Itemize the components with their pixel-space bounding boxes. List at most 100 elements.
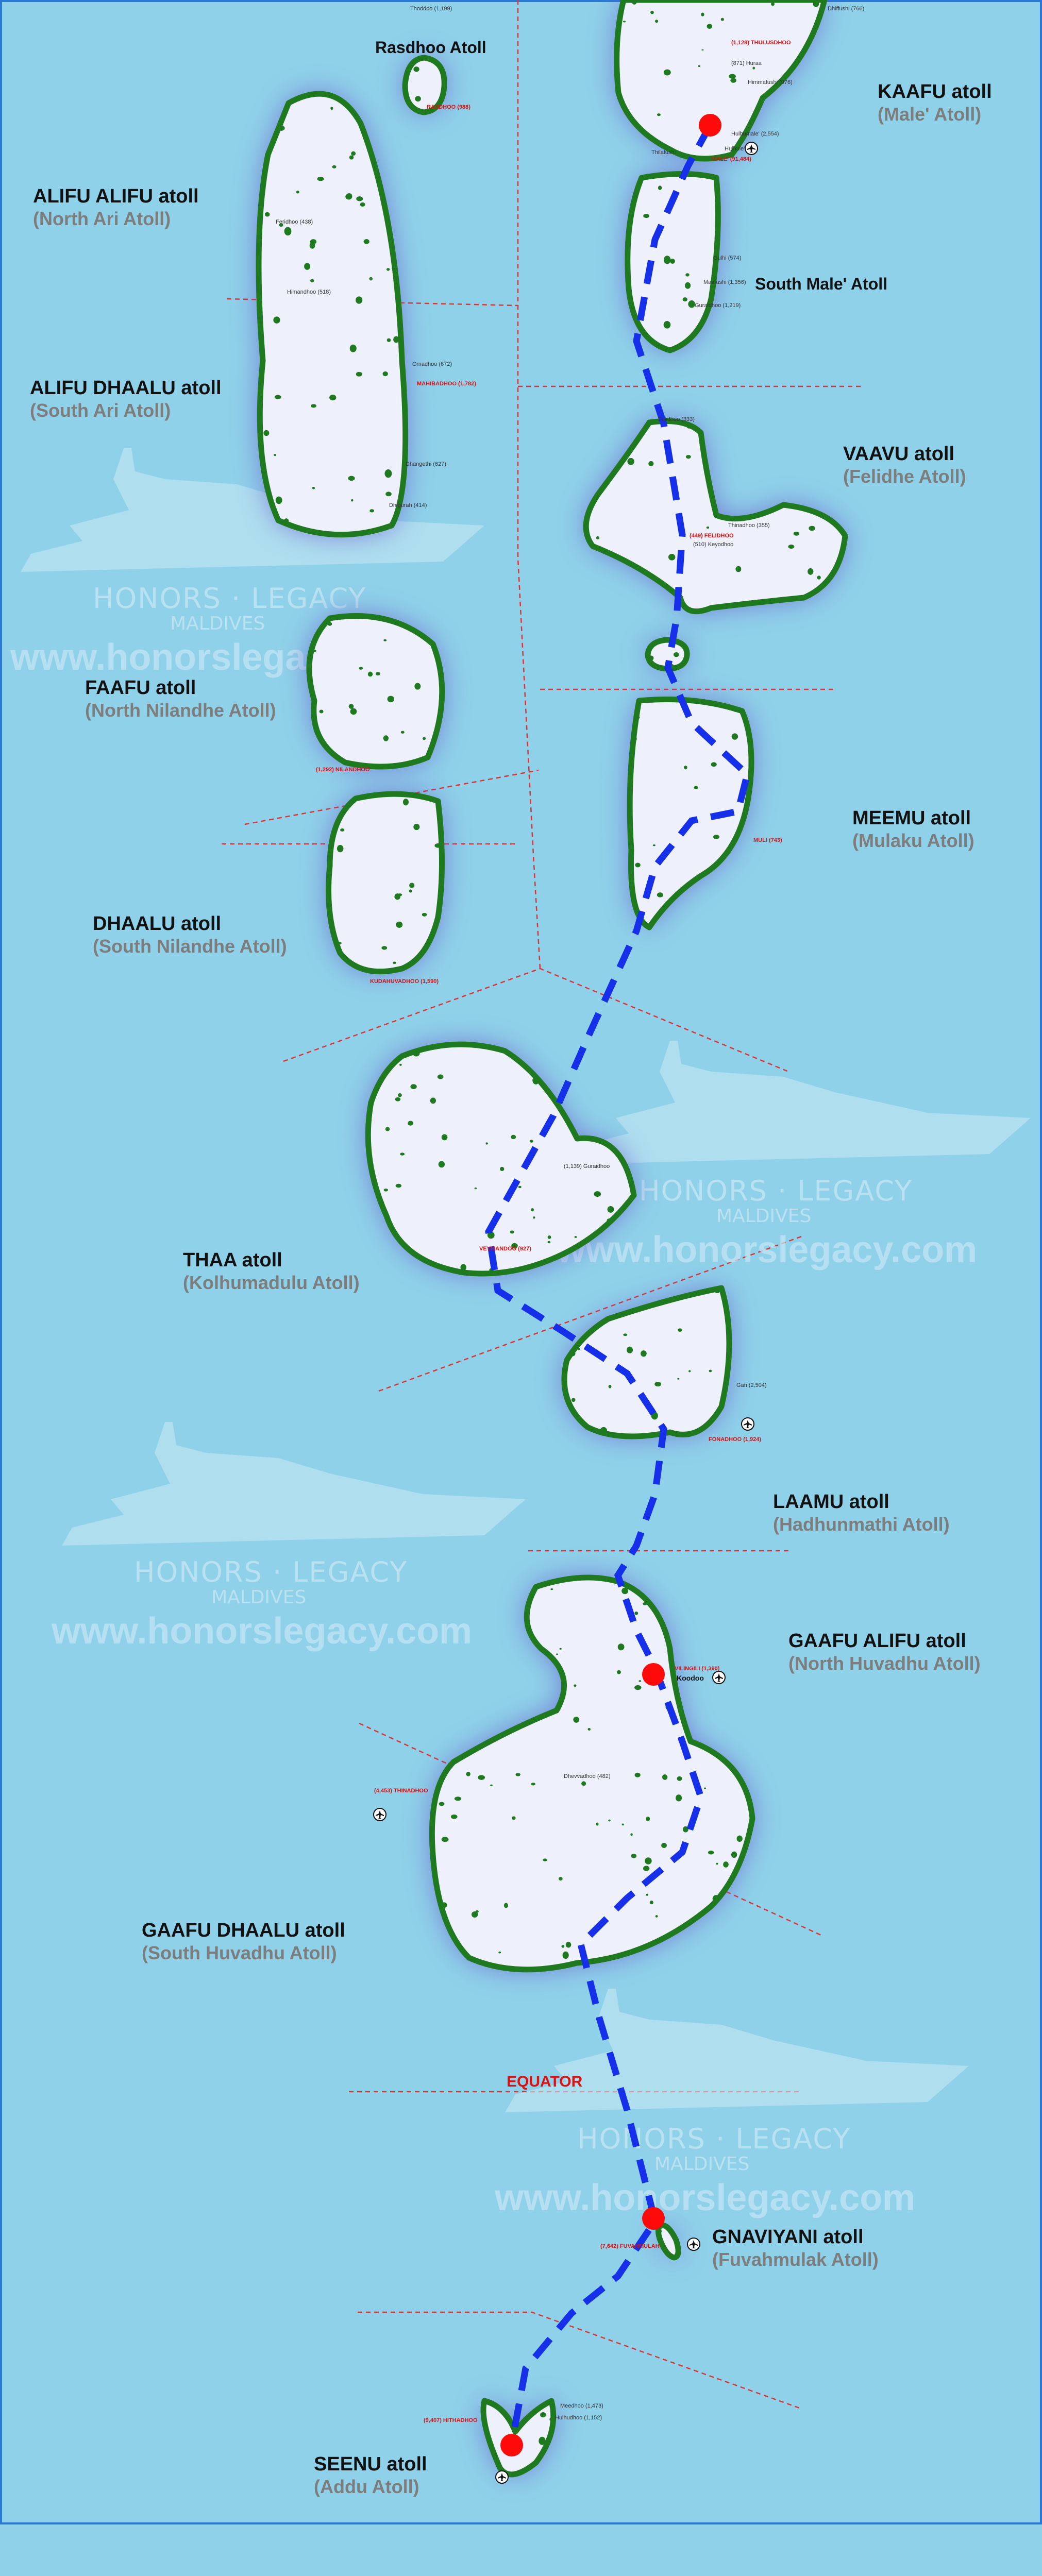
reef-island [716, 1862, 718, 1865]
reef-island [329, 395, 337, 401]
reef-island [412, 1050, 420, 1057]
fuvahmulah-marker[interactable] [642, 2207, 665, 2230]
capital-label[interactable]: FONADHOO (1,924) [709, 1436, 761, 1443]
atoll-dhaalu[interactable] [326, 791, 445, 975]
town-label[interactable]: Meedhoo (1,473) [560, 2403, 603, 2409]
reef-island [533, 1216, 535, 1219]
town-label[interactable]: Maafushi (1,356) [703, 279, 746, 285]
reef-island [730, 78, 736, 83]
capital-label[interactable]: VILINGILI (1,390) [675, 1666, 720, 1672]
reef-island [531, 1783, 535, 1786]
airplane-icon[interactable] [745, 142, 758, 155]
reef-island [402, 799, 409, 806]
reef-island [296, 190, 299, 194]
reef-island [510, 1230, 514, 1234]
capital-markers [500, 114, 721, 2456]
reef-island [714, 1286, 721, 1294]
capital-label[interactable]: (1,292) NILANDHOO [316, 767, 370, 773]
capital-label[interactable]: RASDHOO (988) [427, 104, 470, 110]
male-marker[interactable] [699, 114, 721, 137]
airplane-icon[interactable] [495, 2470, 509, 2484]
atoll-meemu[interactable] [627, 697, 754, 930]
town-label[interactable]: Dhangethi (627) [406, 461, 446, 467]
reef-island [359, 667, 363, 670]
town-label[interactable]: Fulidhoo (333) [658, 416, 695, 422]
atoll-faafu[interactable] [306, 613, 445, 770]
town-label[interactable]: (871) Huraa [731, 60, 762, 66]
label-alifu-dhaalu: ALIFU DHAALU atoll [30, 377, 222, 399]
capital-label[interactable]: (1,128) THULUSDHOO [731, 40, 791, 46]
capital-label[interactable]: MALE' (91,484) [711, 156, 751, 162]
label-meemu: MEEMU atoll [852, 807, 971, 829]
capital-label[interactable]: MAHIBADHOO (1,782) [417, 381, 476, 387]
town-label[interactable]: Dhigurah (414) [389, 502, 427, 509]
airplane-icon[interactable] [687, 2238, 700, 2251]
divider-line [283, 968, 789, 1073]
reef-island [349, 155, 354, 160]
reef-island [635, 862, 641, 868]
vilingili-marker[interactable] [642, 1663, 665, 1686]
capital-label[interactable]: MULI (743) [753, 837, 782, 843]
atoll-vaavu[interactable] [583, 418, 848, 615]
town-label[interactable]: Feridhoo (438) [276, 219, 313, 225]
airplane-icon[interactable] [741, 1417, 754, 1431]
reef-island [731, 733, 738, 740]
reef-island [346, 193, 352, 199]
town-label[interactable]: Thinadhoo (355) [728, 522, 770, 529]
atoll-laamu[interactable] [561, 1285, 732, 1439]
town-label[interactable]: Dhevvadhoo (482) [564, 1773, 611, 1780]
divider-line [517, 0, 541, 969]
reef-island [631, 735, 637, 742]
town-label[interactable]: Thilafushi [651, 149, 676, 156]
atoll-kaafu[interactable] [614, 0, 828, 162]
reef-island [607, 1206, 614, 1213]
reef-island [817, 575, 821, 580]
town-label[interactable]: Hulhule' [725, 146, 745, 152]
town-label[interactable]: (510) Keyodhoo [693, 541, 733, 548]
label-meemu-alt: (Mulaku Atoll) [852, 830, 974, 851]
town-label[interactable]: Hulhudhoo (1,152) [555, 2415, 602, 2421]
hithadhoo-marker[interactable] [500, 2434, 523, 2456]
reef-island [474, 1187, 477, 1190]
town-label[interactable]: Guraidhoo (1,219) [695, 302, 741, 309]
reef-island [638, 1680, 642, 1682]
town-label[interactable]: Hulhumale' (2,554) [731, 131, 779, 137]
reef-island [274, 454, 277, 456]
town-label[interactable]: Thoddoo (1,199) [410, 6, 452, 12]
reef-island [685, 273, 690, 277]
town-label[interactable]: Himmafushi (976) [748, 79, 793, 86]
capital-label[interactable]: (4,453) THINADHOO [374, 1788, 428, 1794]
watermark-sub: MALDIVES [211, 1587, 306, 1608]
label-gnaviyani: GNAVIYANI atoll [712, 2226, 864, 2248]
reef-island [349, 344, 357, 352]
reef-island [332, 165, 337, 168]
airplane-icon[interactable] [373, 1808, 386, 1821]
capital-label[interactable]: VEYMANDOO (927) [479, 1246, 531, 1252]
town-label[interactable]: Gulhi (574) [713, 255, 741, 261]
reef-island [752, 66, 755, 70]
label-alifu-alifu: ALIFU ALIFU atoll [33, 185, 199, 207]
capital-label[interactable]: (449) FELIDHOO [690, 533, 734, 539]
reef-island [360, 202, 365, 207]
label-faafu: FAAFU atoll [85, 677, 196, 699]
atoll-ari[interactable] [256, 91, 409, 538]
reef-island [809, 526, 816, 531]
town-label[interactable]: Gan (2,504) [736, 1382, 767, 1388]
town-label[interactable]: (1,139) Guraidhoo [564, 1163, 610, 1170]
capital-label[interactable]: (9,407) HITHADHOO [424, 2417, 478, 2424]
reef-island [677, 1776, 682, 1781]
reef-island [515, 1773, 520, 1776]
reef-island [396, 921, 403, 928]
capital-label[interactable]: (7,642) FUVAHMULAH [600, 2243, 660, 2249]
reef-island [312, 487, 315, 489]
reef-island [410, 1084, 417, 1090]
town-label[interactable]: Dhiffushi (766) [828, 6, 864, 12]
koodoo-label[interactable]: Koodoo [677, 1674, 704, 1682]
watermark-sub: MALDIVES [654, 2154, 749, 2175]
town-label[interactable]: Omadhoo (672) [412, 361, 452, 367]
airplane-icon[interactable] [712, 1671, 726, 1684]
capital-label[interactable]: KUDAHUVADHOO (1,590) [370, 978, 439, 985]
town-label[interactable]: Himandhoo (518) [287, 289, 331, 295]
reef-island [657, 2228, 662, 2234]
reef-island [732, 707, 739, 712]
